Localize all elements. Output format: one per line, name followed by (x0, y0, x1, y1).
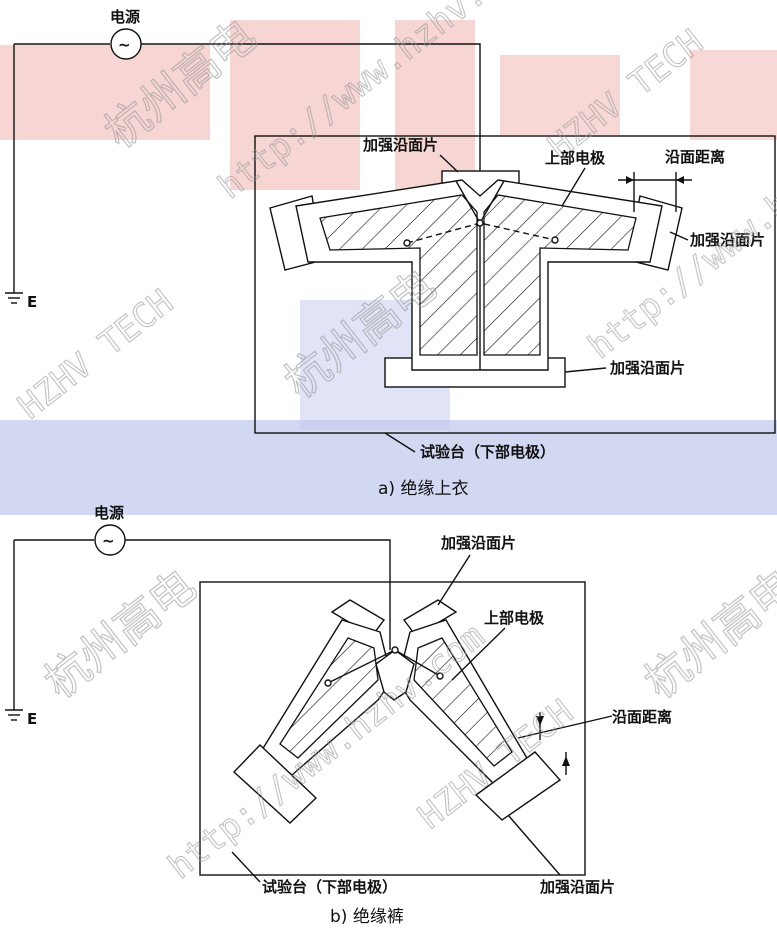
leader-line (437, 554, 471, 606)
creepage-dimension-a (618, 172, 692, 212)
upper-electrode-label-a: 上部电极 (545, 149, 606, 167)
upper-electrode-label-b: 上部电极 (484, 609, 545, 627)
leader-line (564, 367, 607, 373)
watermark-red-block (230, 20, 360, 190)
watermark-red-block (0, 45, 210, 140)
test-bench-leader-b (231, 851, 261, 883)
ac-tilde-icon: ~ (118, 36, 131, 54)
power-label-a: 电源 (110, 8, 140, 26)
creepage-label-a: 沿面距离 (665, 148, 725, 166)
ground-label-b: E (27, 710, 37, 728)
reinforce-top-label-a: 加强沿面片 (362, 136, 438, 154)
watermark-blue-block (0, 420, 777, 515)
watermark-red-block (690, 50, 777, 140)
watermark-red-block (500, 55, 620, 135)
reinforce-right-label-a: 加强沿面片 (689, 231, 765, 249)
leader-line (451, 627, 506, 681)
test-bench-leader-a (384, 432, 416, 453)
test-bench-b (199, 581, 586, 876)
reinforce-pad-cuff-left (232, 744, 318, 824)
connection-node (436, 672, 444, 680)
leader-line (507, 814, 561, 876)
upper-electrode-right (483, 194, 637, 356)
creepage-dimension-b (517, 712, 613, 775)
diagram-a: E ~ 电源 试验台（下部电极） 加强沿面片 上部电极 沿面距离 (5, 8, 776, 499)
caption-a: a) 绝缘上衣 (378, 479, 468, 499)
supply-wire-a (141, 43, 481, 180)
test-bench-label-a: 试验台（下部电极） (420, 443, 555, 461)
reinforce-top-label-b: 加强沿面片 (440, 534, 516, 552)
connection-node (551, 236, 559, 244)
reinforce-bottom-label-b: 加强沿面片 (539, 878, 615, 896)
supply-wire-b (125, 539, 391, 650)
watermark-red-block (395, 20, 475, 190)
reinforce-bottom-label-a: 加强沿面片 (609, 359, 685, 377)
ground-symbol-b (5, 709, 23, 721)
test-bench-label-b: 试验台（下部电极） (262, 878, 397, 896)
creepage-label-b: 沿面距离 (612, 708, 672, 726)
leader-line (561, 167, 586, 207)
test-bench-a (254, 135, 776, 434)
connection-node (403, 239, 411, 247)
upper-electrode-left-leg (279, 637, 379, 759)
leader-line (439, 154, 459, 173)
upper-electrode-right-leg (413, 637, 513, 767)
leader-line (669, 231, 689, 241)
diagram-b: E ~ 电源 试验台（下部电极） 加强沿面片 上部电极 沿面距离 (5, 504, 672, 927)
watermark-brand: 杭州高电 (35, 560, 205, 709)
power-label-b: 电源 (94, 504, 124, 522)
connection-node (476, 219, 484, 227)
connection-node (324, 679, 332, 687)
ac-tilde-icon: ~ (102, 532, 115, 550)
ground-symbol-a (5, 292, 23, 304)
reinforce-pad-cuff-right (474, 751, 562, 821)
watermark-brand: 杭州高电 (635, 560, 777, 709)
caption-b: b) 绝缘裤 (330, 907, 404, 927)
connection-node (391, 646, 399, 654)
ground-label-a: E (27, 293, 37, 311)
